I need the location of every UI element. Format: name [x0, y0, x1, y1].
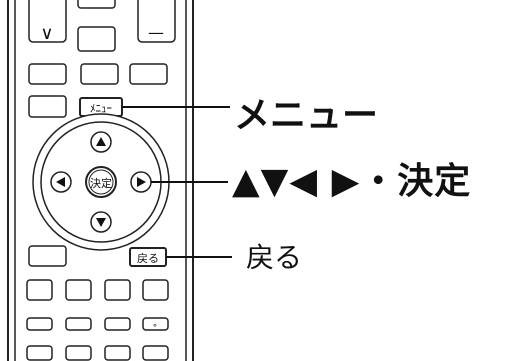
small-circle-label: ∘	[152, 321, 158, 331]
grid-button[interactable]	[104, 317, 131, 331]
grid-button[interactable]	[26, 317, 53, 331]
row2-button[interactable]	[80, 63, 119, 85]
remote-body-edges	[7, 0, 194, 361]
button-row-2	[28, 63, 168, 85]
menu-button-label: ﾒﾆｭｰ	[90, 102, 112, 115]
row-back-left-button[interactable]	[28, 245, 67, 267]
ok-button-inner-ring	[88, 169, 114, 195]
up-arrow-icon	[96, 137, 106, 146]
grid-button[interactable]	[142, 345, 169, 361]
back-button-label: 戻る	[137, 252, 159, 265]
grid-button[interactable]	[65, 317, 92, 331]
button-row-back: 戻る	[28, 245, 232, 267]
channel-down-label: ∨	[40, 23, 53, 44]
back-callout-label: 戻る	[246, 241, 303, 274]
channel-down-button[interactable]	[28, 0, 67, 43]
grid-button[interactable]	[65, 279, 92, 301]
navigation-pad: 決定	[32, 113, 228, 251]
row3-left-button[interactable]	[28, 95, 67, 118]
grid-button[interactable]	[104, 279, 131, 301]
volume-down-label: —	[148, 23, 164, 42]
grid-button[interactable]	[104, 345, 131, 361]
grid-button[interactable]	[142, 279, 169, 301]
nav-confirm-callout-label: ▲▼◀ ▶・決定	[232, 161, 472, 202]
down-arrow-icon	[96, 218, 106, 227]
left-arrow-icon	[56, 177, 65, 187]
button-row-3: ﾒﾆｭｰ	[28, 95, 230, 118]
top-button-row: ∨ —	[28, 0, 176, 52]
grid-button[interactable]	[65, 345, 92, 361]
ok-button-label: 決定	[90, 176, 112, 190]
top-middle-button[interactable]	[77, 0, 116, 9]
row2-button[interactable]	[28, 63, 67, 85]
right-arrow-icon	[137, 177, 146, 187]
ok-button[interactable]	[85, 166, 117, 198]
middle-button[interactable]	[77, 26, 116, 52]
menu-callout-label: メニュー	[234, 95, 379, 136]
volume-down-button[interactable]	[137, 0, 176, 43]
row2-button[interactable]	[129, 63, 168, 85]
grid-button[interactable]	[26, 345, 53, 361]
number-button-grid: ∘	[26, 279, 169, 361]
grid-button[interactable]	[142, 317, 169, 331]
grid-button[interactable]	[26, 279, 53, 301]
